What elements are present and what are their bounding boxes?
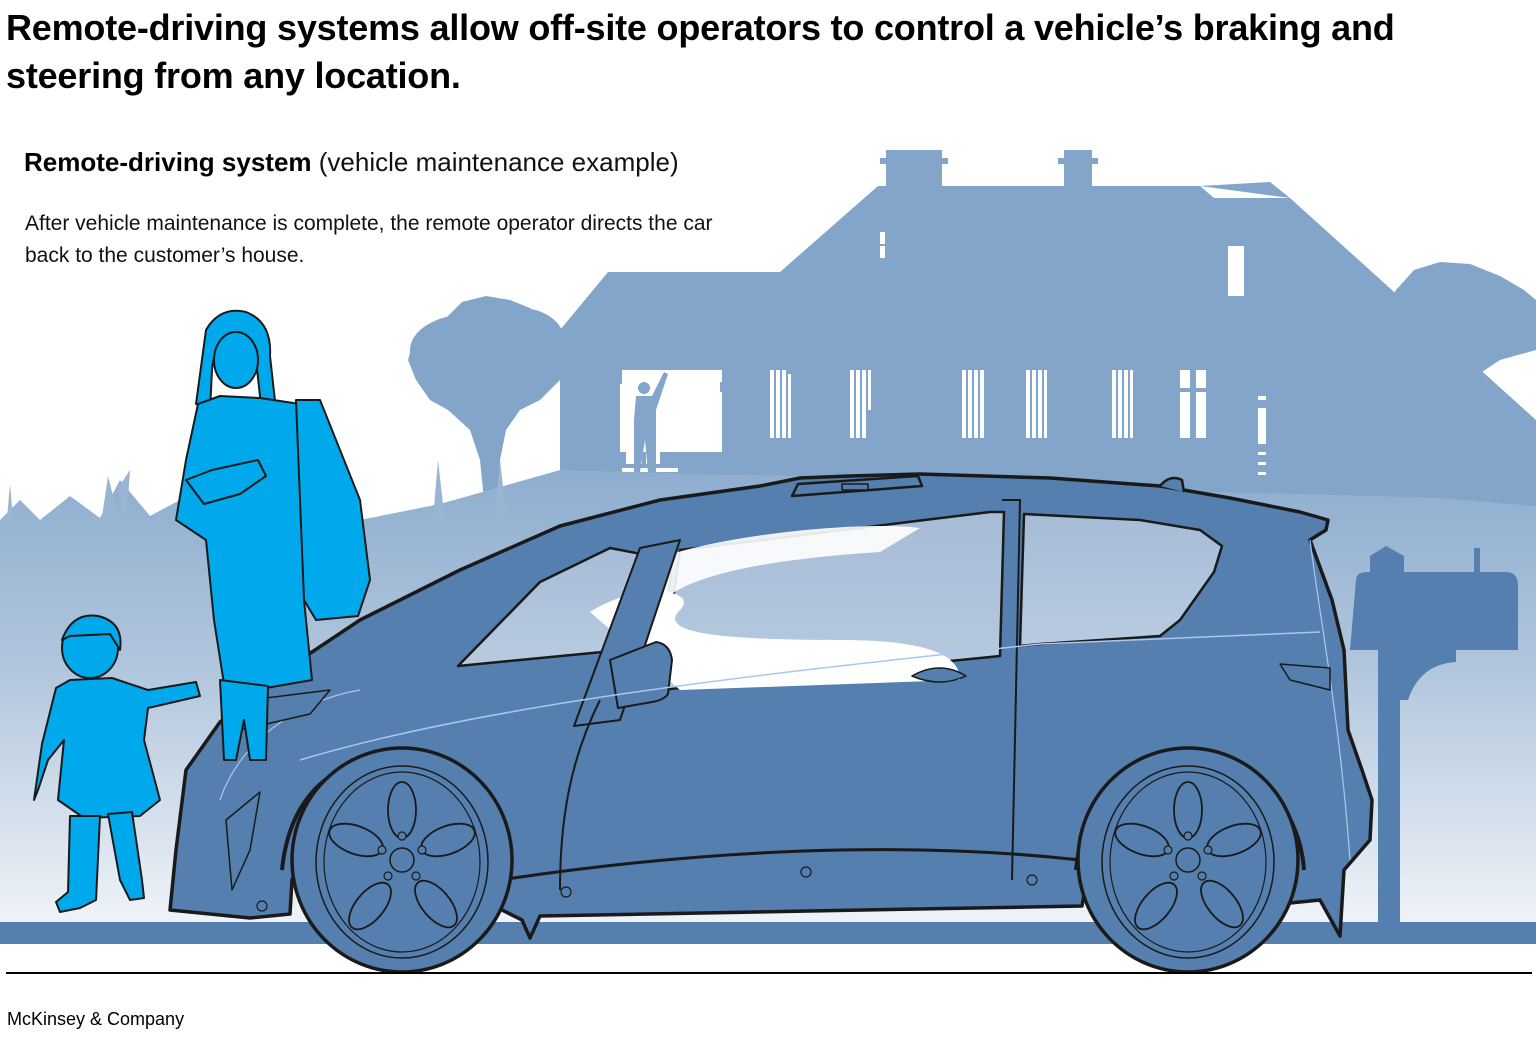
- woman-figure: [175, 309, 371, 761]
- grass-tufts: [6, 460, 508, 530]
- child-figure: [33, 614, 201, 913]
- house-upper-windows: [880, 232, 1244, 296]
- mailbox: [1350, 546, 1518, 926]
- house-silhouette: [560, 150, 1536, 560]
- sidewalk: [0, 922, 1536, 944]
- baseline-rule: [6, 972, 1532, 974]
- exhibit-title-bold: Remote-driving system: [24, 147, 312, 177]
- waving-person-silhouette: [634, 372, 668, 472]
- left-tree: [408, 296, 566, 520]
- car: [168, 472, 1374, 974]
- exhibit-description: After vehicle maintenance is complete, t…: [25, 212, 713, 267]
- headline: Remote-driving systems allow off-site op…: [6, 7, 1395, 96]
- car-side-mirror: [609, 641, 673, 709]
- house-porch: [612, 368, 734, 472]
- house-lower-windows: [770, 370, 1266, 475]
- right-tree: [1372, 262, 1536, 500]
- car-rear-wheel: [1074, 746, 1306, 974]
- car-door-handle: [911, 667, 967, 683]
- exhibit-title: Remote-driving system (vehicle maintenan…: [24, 144, 679, 180]
- car-front-wheel: [280, 746, 514, 974]
- exhibit-title-light: (vehicle maintenance example): [318, 147, 679, 177]
- source-footer: McKinsey & Company: [7, 1009, 185, 1029]
